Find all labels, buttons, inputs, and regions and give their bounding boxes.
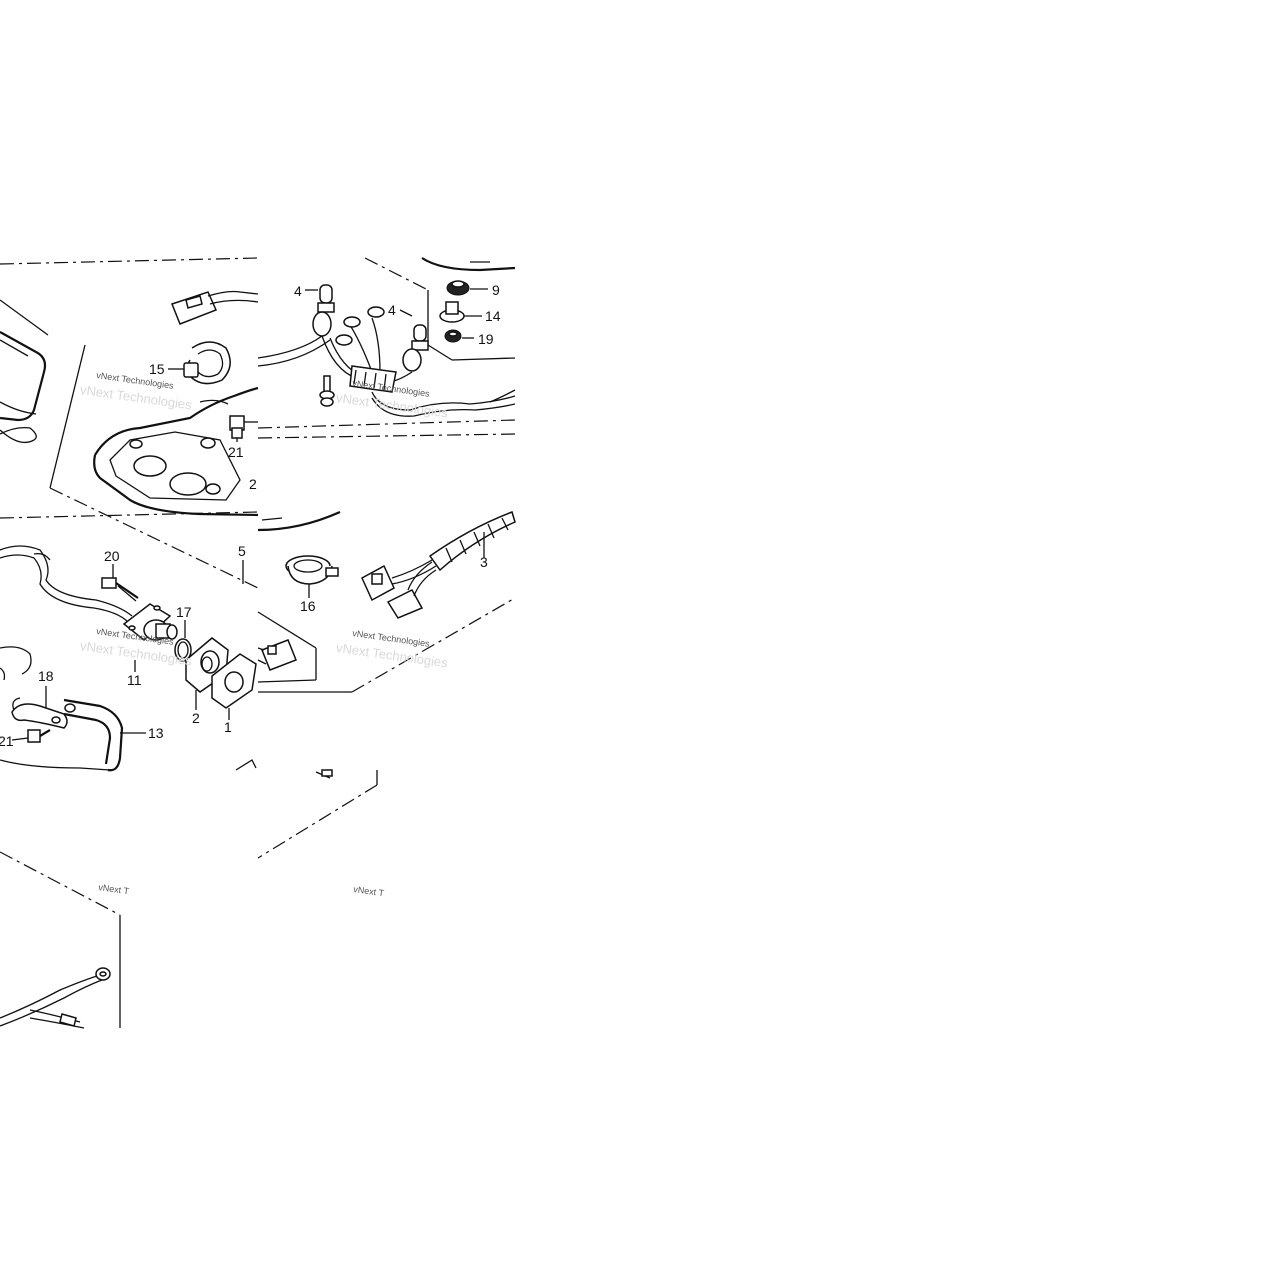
bulb-4-right <box>411 324 429 351</box>
watermark: vNext T <box>353 884 385 898</box>
callout-2a: 2 <box>249 476 257 492</box>
callout-21a: 21 <box>228 444 244 460</box>
guide-13 <box>0 698 124 772</box>
clamp-16 <box>285 555 339 585</box>
bolt-21-top <box>229 415 258 439</box>
panel-lines <box>0 257 516 1028</box>
callout-14: 14 <box>485 308 501 324</box>
callout-5: 5 <box>238 543 246 559</box>
bulb-4-left <box>317 284 335 313</box>
watermark-shadow: vNext Technologies <box>335 390 449 421</box>
gasket-1 <box>211 653 257 709</box>
leader-lines <box>11 288 488 741</box>
callout-3: 3 <box>480 554 488 570</box>
callouts: 4 4 9 14 19 15 21 2 20 5 17 16 3 11 18 2… <box>0 282 501 749</box>
collar-14 <box>439 301 465 323</box>
callout-16: 16 <box>300 598 316 614</box>
harness-top <box>257 306 516 417</box>
watermark-shadow: vNext Technologies <box>79 638 193 669</box>
clamp-15 <box>183 341 231 385</box>
fragments-bottom <box>235 759 333 779</box>
connector-top <box>171 290 259 325</box>
grommet-9 <box>446 280 470 296</box>
callout-15: 15 <box>149 361 165 377</box>
watermark-shadow: vNext Technologies <box>335 640 449 671</box>
callout-19: 19 <box>478 331 494 347</box>
watermark-shadow: vNext Technologies <box>79 382 193 413</box>
callout-4a: 4 <box>294 283 302 299</box>
cover-edge-top-right <box>421 257 516 272</box>
callout-20: 20 <box>104 548 120 564</box>
bracket-plate <box>93 386 259 517</box>
watermark: vNext T <box>98 882 130 896</box>
housing-bottom-left <box>0 646 32 681</box>
sensor-11 <box>122 603 178 641</box>
connector-mid <box>257 639 297 671</box>
harness-3 <box>361 511 516 619</box>
callout-2b: 2 <box>192 710 200 726</box>
callout-21b: 21 <box>0 733 14 749</box>
housing-outline <box>0 331 47 444</box>
harness-left <box>0 545 133 623</box>
bolt-21-bottom <box>27 729 51 743</box>
callout-11: 11 <box>127 672 142 688</box>
nut-19 <box>444 329 462 343</box>
callout-9: 9 <box>492 282 500 298</box>
stay-18 <box>11 697 68 729</box>
callout-18: 18 <box>38 668 54 684</box>
o-ring-17 <box>174 638 192 662</box>
callout-17: 17 <box>176 604 192 620</box>
callout-13: 13 <box>148 725 164 741</box>
bolt-20 <box>101 577 139 602</box>
callout-4b: 4 <box>388 302 396 318</box>
callout-1: 1 <box>224 719 232 735</box>
cover-edge-middle <box>257 510 341 532</box>
cable-bottom <box>0 967 111 1029</box>
